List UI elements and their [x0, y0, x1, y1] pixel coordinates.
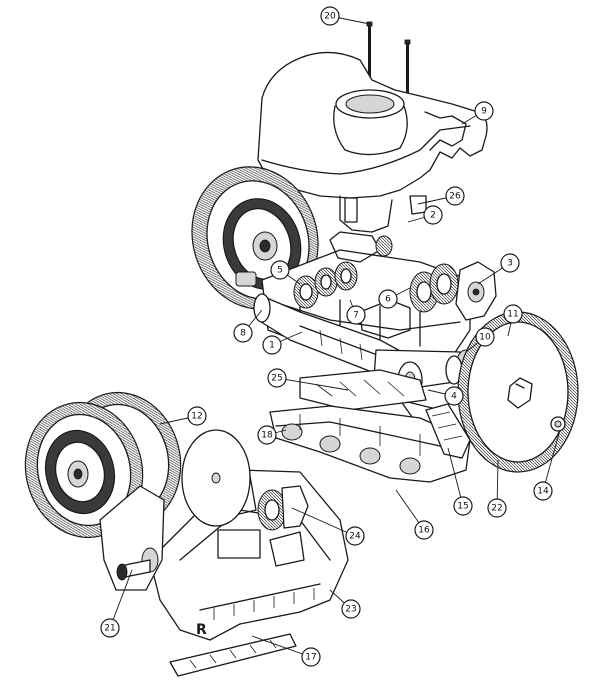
top-cover	[257, 51, 488, 233]
callout-number: 23	[345, 605, 356, 615]
callout-number: 24	[349, 532, 361, 542]
callout-12: 12	[187, 406, 207, 426]
callout-circle	[487, 498, 507, 518]
leader-17	[251, 635, 312, 658]
callout-number: 21	[104, 624, 115, 634]
callout-circle	[320, 6, 340, 26]
callout-18: 18	[257, 425, 277, 445]
callout-circle	[475, 327, 495, 347]
callout-11: 11	[503, 304, 523, 324]
callout-circle	[346, 305, 366, 325]
callout-circle	[345, 526, 365, 546]
callout-15: 15	[453, 496, 473, 516]
callout-number: 7	[353, 311, 359, 321]
callout-number: 8	[240, 329, 246, 339]
callout-circle	[500, 253, 520, 273]
callout-24: 24	[345, 526, 365, 546]
callout-23: 23	[341, 599, 361, 619]
track-lower	[269, 405, 471, 483]
wheel-front-right	[457, 311, 579, 473]
callout-25: 25	[267, 368, 287, 388]
screw-long-left	[366, 21, 373, 80]
callout-circle	[267, 368, 287, 388]
leader-15	[447, 447, 464, 507]
callout-number: 16	[418, 526, 430, 536]
callout-22: 22	[487, 498, 507, 518]
callout-4: 4	[444, 386, 464, 406]
callout-number: 14	[537, 487, 549, 497]
callout-circle	[341, 599, 361, 619]
callout-circle	[378, 289, 398, 309]
gear-lower	[257, 485, 309, 531]
callout-circle	[533, 481, 553, 501]
lower-chassis: R	[149, 469, 349, 641]
callout-17: 17	[301, 647, 321, 667]
leader-24	[291, 507, 356, 537]
callout-6: 6	[378, 289, 398, 309]
leader-25	[276, 377, 349, 391]
callout-number: 15	[457, 502, 468, 512]
callout-number: 20	[324, 12, 336, 22]
track-upper	[299, 369, 427, 411]
callout-number: 6	[385, 295, 391, 305]
gear-set-right	[409, 263, 459, 313]
callout-20: 20	[320, 6, 340, 26]
callout-5: 5	[270, 260, 290, 280]
callout-number: 18	[261, 431, 273, 441]
callout-circle	[187, 406, 207, 426]
callout-circle	[301, 647, 321, 667]
callout-number: 1	[269, 341, 275, 351]
callout-21: 21	[100, 618, 120, 638]
callout-number: 3	[507, 259, 513, 269]
callout-number: 22	[491, 504, 502, 514]
drive-disc	[455, 261, 497, 321]
side-track-right	[425, 403, 471, 459]
callout-circle	[453, 496, 473, 516]
callout-circle	[262, 335, 282, 355]
callout-circle	[233, 323, 253, 343]
callout-number: 9	[481, 107, 487, 117]
callout-9: 9	[474, 101, 494, 121]
gear-set-left	[293, 235, 393, 309]
callout-number: 11	[507, 310, 518, 320]
screw-long-right	[404, 39, 411, 95]
callout-8: 8	[233, 323, 253, 343]
callout-circle	[414, 520, 434, 540]
callout-circle	[100, 618, 120, 638]
drive-plate-lower	[181, 429, 251, 527]
callout-number: 4	[451, 392, 457, 402]
leader-21	[109, 569, 133, 629]
callout-7: 7	[346, 305, 366, 325]
callout-16: 16	[414, 520, 434, 540]
callout-2: 2	[423, 205, 443, 225]
callout-circle	[503, 304, 523, 324]
callout-circle	[474, 101, 494, 121]
callout-circle	[257, 425, 277, 445]
housing-letter-mark: R	[196, 622, 207, 638]
callout-number: 2	[430, 211, 436, 221]
callout-14: 14	[533, 481, 553, 501]
callout-1: 1	[262, 335, 282, 355]
callout-10: 10	[475, 327, 495, 347]
callout-circle	[423, 205, 443, 225]
callout-number: 5	[277, 266, 283, 276]
callout-circle	[270, 260, 290, 280]
callout-number: 26	[449, 192, 461, 202]
brush-strip	[169, 633, 297, 677]
callout-circle	[445, 186, 465, 206]
side-plate-left	[99, 485, 165, 591]
callout-number: 10	[479, 333, 491, 343]
callout-3: 3	[500, 253, 520, 273]
leader-14	[542, 429, 561, 492]
callout-number: 17	[305, 653, 316, 663]
callout-26: 26	[445, 186, 465, 206]
callout-number: 25	[271, 374, 282, 384]
callout-circle	[444, 386, 464, 406]
callout-number: 12	[191, 412, 202, 422]
